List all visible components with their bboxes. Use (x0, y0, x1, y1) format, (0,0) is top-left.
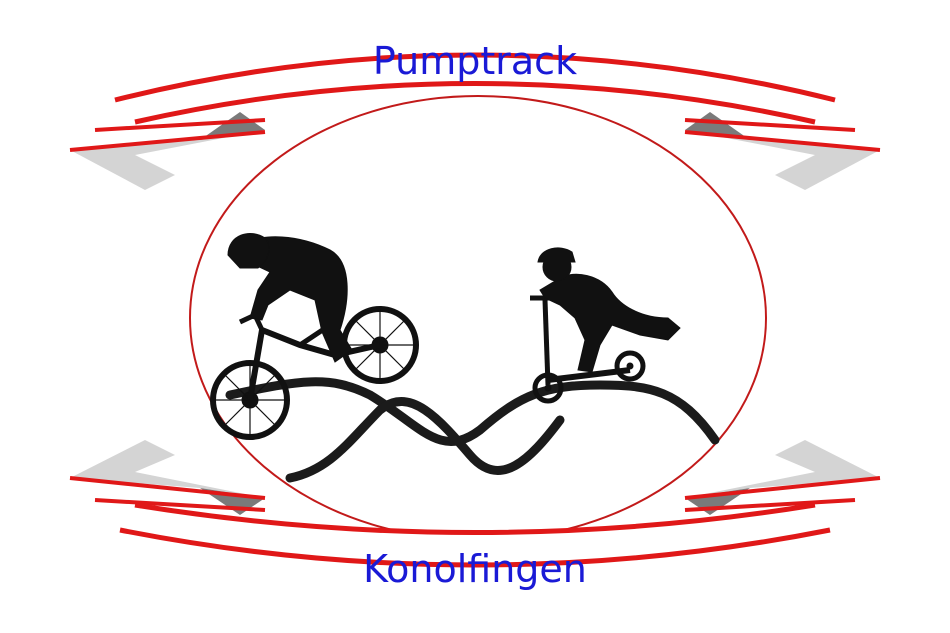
top-ribbon (114, 52, 836, 125)
bottom-ribbon-right-tail (684, 440, 881, 515)
bottom-ribbon-left-tail (69, 440, 266, 515)
bottom-banner-title: Konolfingen (363, 547, 587, 591)
pump-track-wave-icon (225, 377, 720, 483)
top-ribbon-right-tail (684, 112, 881, 190)
bottom-ribbon (119, 502, 831, 568)
top-banner-title: Pumptrack (372, 39, 578, 83)
top-ribbon-left-tail (69, 112, 266, 190)
mountain-bike-rider-icon (210, 233, 419, 440)
logo-circle (189, 95, 767, 541)
scooter-rider-icon (530, 247, 681, 404)
